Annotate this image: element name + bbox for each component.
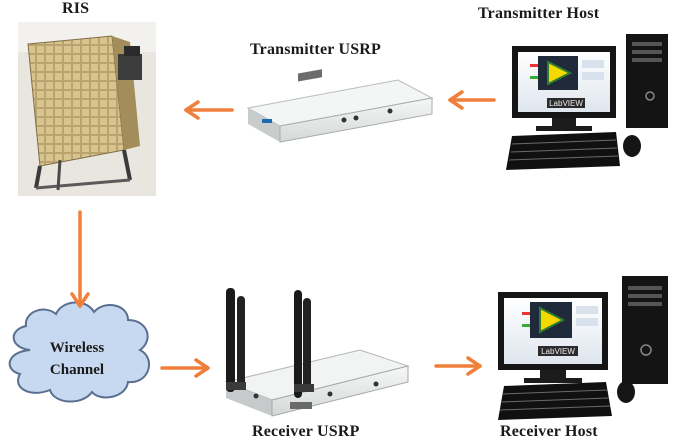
transmitter-usrp-label: Transmitter USRP — [250, 41, 382, 58]
cloud-label-line2: Channel — [49, 362, 105, 378]
transmitter-host-label: Transmitter Host — [478, 5, 600, 22]
cloud-label-line1: Wireless — [49, 340, 105, 356]
ris-label: RIS — [62, 0, 90, 17]
transmitter-usrp-device — [246, 69, 434, 143]
wireless-channel-cloud — [8, 301, 150, 403]
receiver-host-computer: LabVIEW — [498, 276, 668, 420]
receiver-host-label: Receiver Host — [500, 423, 598, 440]
arrow-ris-to-channel — [70, 210, 90, 308]
arrow-txusrp-to-ris — [184, 100, 234, 120]
arrow-channel-to-rxusrp — [160, 358, 210, 378]
tx-screen-logo-text: LabVIEW — [549, 99, 583, 108]
arrow-rxusrp-to-rxhost — [434, 356, 482, 376]
receiver-usrp-device — [224, 288, 410, 417]
arrow-txhost-to-txusrp — [448, 90, 496, 110]
ris-image — [18, 22, 156, 196]
transmitter-host-computer: LabVIEW — [506, 34, 668, 170]
antenna-group — [226, 288, 314, 398]
rx-screen-logo-text: LabVIEW — [541, 347, 575, 356]
receiver-usrp-label: Receiver USRP — [252, 423, 360, 440]
